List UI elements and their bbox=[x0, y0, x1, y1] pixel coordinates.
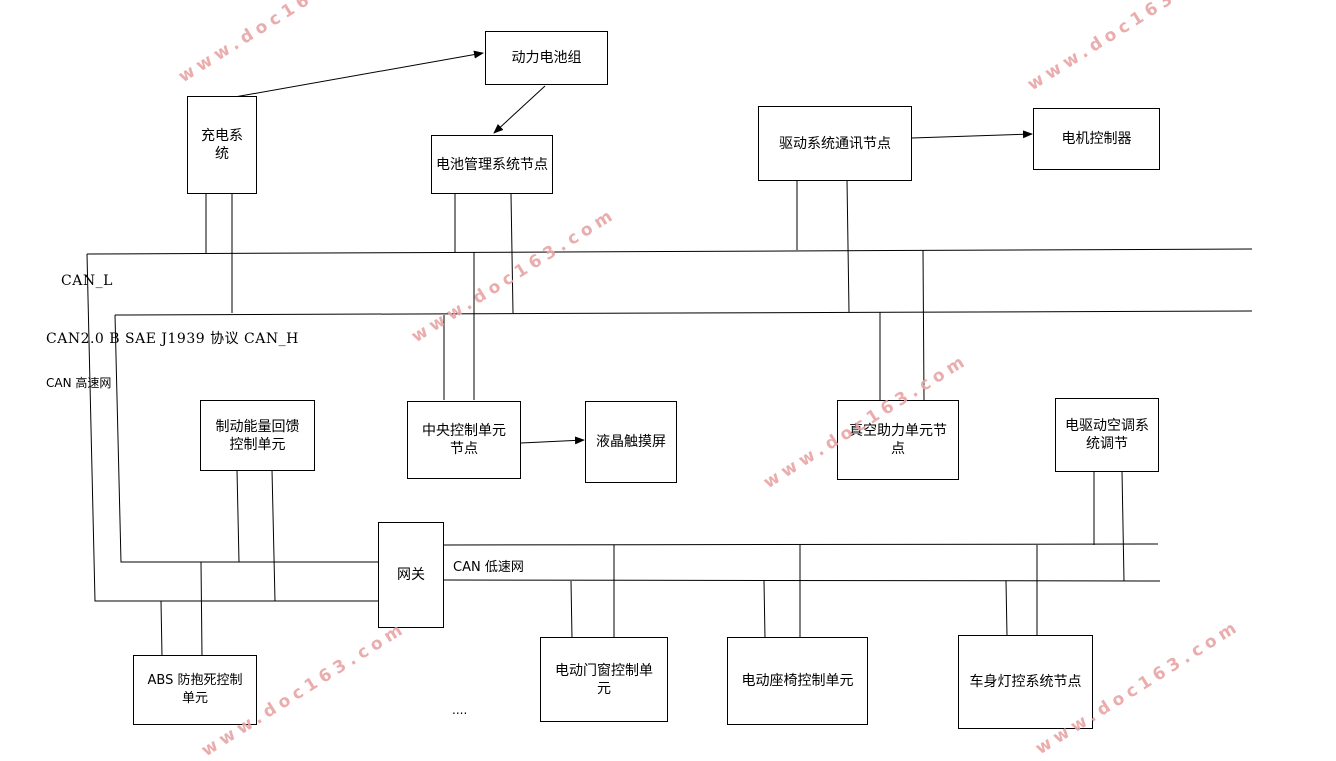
motor-controller-box: 电机控制器 bbox=[1033, 108, 1160, 170]
low-speed-bus-2 bbox=[442, 579, 1161, 582]
arrow-charging-to-battery bbox=[228, 50, 484, 99]
can-l-label: CAN_L bbox=[61, 273, 113, 289]
door-window-label: 电动门窗控制单元 bbox=[555, 662, 653, 697]
can-protocol-label: CAN2.0 B SAE J1939 协议 CAN_H bbox=[46, 331, 299, 347]
central-control-label: 中央控制单元节点 bbox=[422, 423, 506, 457]
drive-comm-node-label: 驱动系统通讯节点 bbox=[779, 135, 891, 152]
seat-unit-label: 电动座椅控制单元 bbox=[741, 673, 854, 689]
ac-control-label: 电驱动空调系统调节 bbox=[1065, 418, 1149, 452]
ellipsis-label: .... bbox=[452, 703, 468, 717]
vacuum-boost-box: 真空助力单元节点 bbox=[837, 400, 959, 480]
drive-comm-node-box: 驱动系统通讯节点 bbox=[758, 106, 912, 181]
abs-unit-label: ABS 防抱死控制单元 bbox=[147, 673, 243, 706]
can-l-bus bbox=[86, 248, 1253, 255]
body-light-box: 车身灯控系统节点 bbox=[958, 635, 1093, 729]
can-high-speed-label: CAN 高速网 bbox=[46, 376, 112, 390]
arrow-battery-to-bms bbox=[493, 85, 546, 134]
lcd-touchscreen-box: 液晶触摸屏 bbox=[585, 401, 677, 483]
body-light-label: 车身灯控系统节点 bbox=[969, 674, 1082, 690]
can-l-to-gateway bbox=[86, 253, 378, 602]
arrow-central-to-lcd bbox=[511, 436, 585, 448]
gateway-box: 网关 bbox=[378, 522, 444, 628]
ac-control-box: 电驱动空调系统调节 bbox=[1055, 398, 1159, 472]
low-speed-bus-1 bbox=[442, 543, 1159, 546]
central-control-box: 中央控制单元节点 bbox=[407, 401, 521, 479]
brake-regen-box: 制动能量回馈控制单元 bbox=[200, 400, 315, 471]
gateway-label: 网关 bbox=[397, 567, 425, 583]
brake-regen-label: 制动能量回馈控制单元 bbox=[215, 418, 300, 453]
lcd-touchscreen-label: 液晶触摸屏 bbox=[596, 434, 666, 450]
bms-node-box: 电池管理系统节点 bbox=[431, 135, 553, 194]
battery-pack-label: 动力电池组 bbox=[511, 50, 582, 66]
battery-pack-box: 动力电池组 bbox=[485, 31, 608, 85]
abs-unit-box: ABS 防抱死控制单元 bbox=[133, 655, 257, 725]
charging-system-box: 充电系统 bbox=[187, 96, 257, 194]
charging-system-label: 充电系统 bbox=[201, 128, 243, 162]
can-low-speed-label: CAN 低速网 bbox=[453, 560, 524, 575]
motor-controller-label: 电机控制器 bbox=[1061, 131, 1132, 147]
seat-unit-box: 电动座椅控制单元 bbox=[727, 637, 868, 725]
bms-node-label: 电池管理系统节点 bbox=[436, 156, 548, 173]
arrow-drive-to-motor bbox=[902, 130, 1033, 143]
door-window-box: 电动门窗控制单元 bbox=[540, 637, 668, 722]
can-h-to-gateway bbox=[114, 314, 378, 563]
vacuum-boost-label: 真空助力单元节点 bbox=[849, 423, 947, 457]
can-h-bus bbox=[114, 310, 1253, 316]
